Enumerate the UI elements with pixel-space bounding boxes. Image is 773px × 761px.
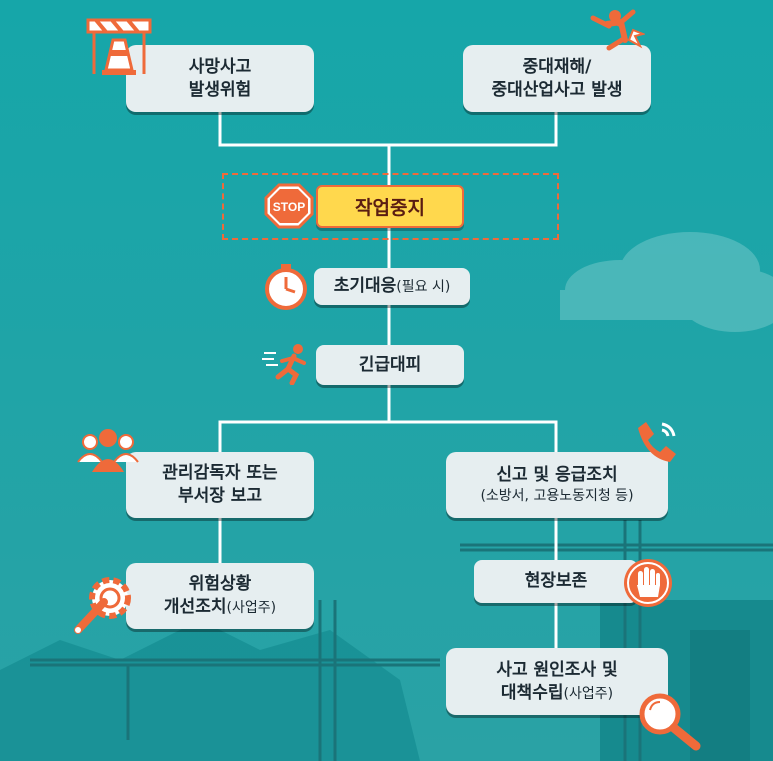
- node-initial-response: 초기대응(필요 시): [314, 268, 470, 305]
- node-major-disaster: 중대재해/ 중대산업사고 발생: [463, 45, 651, 112]
- node-row: 대책수립(사업주): [501, 682, 613, 705]
- node-line: 부서장 보고: [177, 486, 263, 506]
- falling-person-icon: [590, 9, 645, 51]
- hills: [0, 620, 420, 761]
- people-group-icon: [77, 429, 139, 472]
- node-line: 사망사고: [188, 56, 252, 77]
- node-improve-hazard: 위험상황 개선조치(사업주): [126, 563, 314, 629]
- phone-icon: [638, 422, 676, 462]
- node-note: (사업주): [563, 685, 614, 702]
- magnifier-icon: [639, 693, 701, 751]
- hand-stop-icon: [624, 559, 672, 607]
- stopwatch-icon: [265, 264, 307, 310]
- node-line: (소방서, 고용노동지청 등): [480, 488, 634, 505]
- node-main: 초기대응: [333, 276, 397, 297]
- stop-sign-icon: STOP: [264, 183, 314, 229]
- stop-sign-text: STOP: [273, 200, 305, 214]
- node-main: 개선조치: [163, 597, 227, 617]
- node-note: (사업주): [226, 600, 277, 616]
- cloud: [560, 232, 773, 332]
- node-cause-investigation: 사고 원인조사 및 대책수립(사업주): [446, 648, 668, 715]
- node-line: 발생위험: [188, 79, 252, 100]
- node-line: 위험상황: [188, 574, 252, 595]
- barrier-cone-icon: [86, 18, 152, 75]
- cranes: [30, 520, 773, 761]
- node-preserve-scene: 현장보존: [474, 560, 638, 603]
- gear-wrench-icon: [74, 577, 131, 634]
- node-main: 대책수립: [500, 682, 564, 703]
- node-line: 사고 원인조사 및: [496, 659, 618, 680]
- node-line: 중대재해/: [522, 56, 592, 77]
- running-person-icon: [262, 344, 306, 385]
- node-line: 관리감독자 또는: [162, 463, 278, 484]
- node-report-supervisor: 관리감독자 또는 부서장 보고: [126, 452, 314, 518]
- stop-work-frame: [222, 173, 559, 240]
- node-row: 개선조치(사업주): [164, 596, 276, 619]
- node-line: 신고 및 응급조치: [496, 465, 618, 486]
- node-stop-work: 작업중지: [316, 185, 464, 228]
- node-row: 초기대응(필요 시): [334, 275, 451, 298]
- node-evacuation: 긴급대피: [316, 345, 464, 385]
- node-death-risk: 사망사고 발생위험: [126, 45, 314, 112]
- node-line: 중대산업사고 발생: [491, 79, 623, 100]
- connectors: [218, 112, 558, 648]
- node-note: (필요 시): [396, 279, 451, 296]
- node-line: 긴급대피: [358, 354, 422, 375]
- node-line: 현장보존: [524, 571, 588, 592]
- node-report-emergency: 신고 및 응급조치 (소방서, 고용노동지청 등): [446, 452, 668, 518]
